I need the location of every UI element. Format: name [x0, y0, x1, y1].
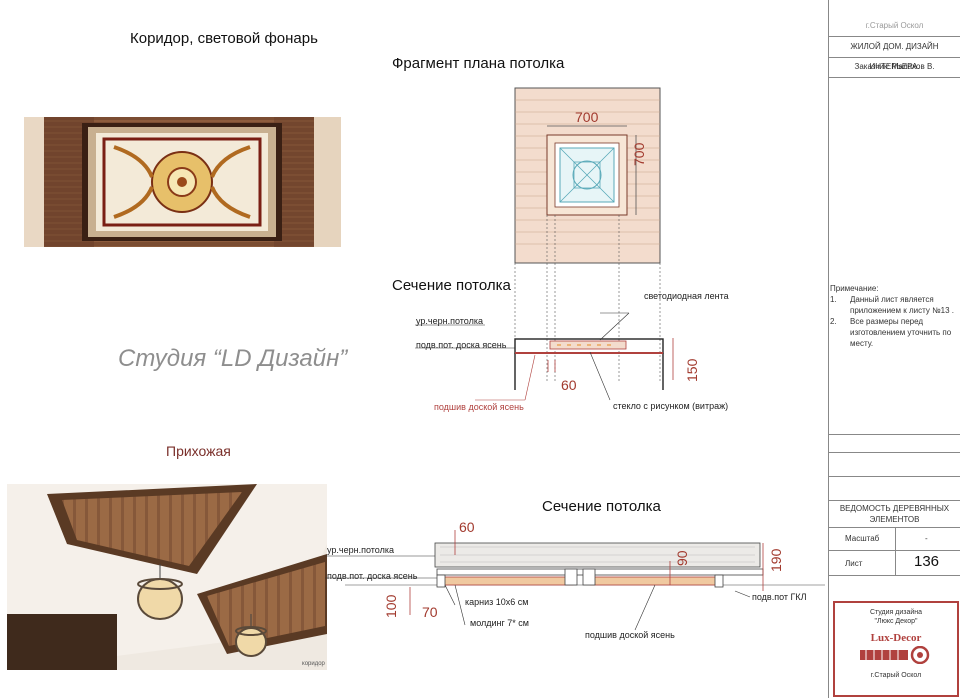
note-text: Данный лист является приложением к листу… [850, 295, 954, 315]
section1-label-board: подв.пот. доска ясень [416, 340, 507, 350]
title-block-notes: Примечание: 1. Данный лист является прил… [830, 283, 958, 349]
studio-city: г.Старый Оскол [870, 672, 922, 679]
studio-line2: "Люкс Декор" [874, 618, 918, 625]
notes-title: Примечание: [830, 284, 879, 293]
plan-dim-height: 700 [631, 142, 647, 166]
note-item: 1. Данный лист является приложением к ли… [830, 294, 958, 316]
title-block-sheet-row: Лист 136 [829, 550, 960, 576]
section1-title: Сечение потолка [392, 277, 511, 294]
section2-label-board: подв.пот. доска ясень [327, 571, 418, 581]
note-text: Все размеры перед изготовлением уточнить… [850, 317, 952, 348]
note-item: 2. Все размеры перед изготовлением уточн… [830, 316, 958, 349]
section2-dim-60: 60 [459, 519, 475, 535]
note-number: 2. [830, 317, 837, 326]
section2-dim-90: 90 [674, 550, 690, 566]
hallway-ceiling-image [7, 484, 327, 670]
title-block-grid-line [829, 452, 960, 453]
title-block-scale-row: Масштаб - [829, 527, 960, 575]
section2-label-rough: ур.черн.потолка [327, 545, 394, 555]
section2-title: Сечение потолка [542, 498, 661, 515]
section2-label-molding: молдинг 7* см [470, 618, 529, 628]
photo-caption: коридор [302, 661, 325, 667]
section1-label-rough: ур.черн.потолка [416, 316, 483, 326]
plan-dim-width: 700 [575, 109, 599, 125]
section1-label-lining: подшив доской ясень [434, 402, 524, 412]
hallway-title: Прихожая [166, 443, 231, 459]
title-block-grid-line [829, 476, 960, 477]
corridor-photo [24, 117, 341, 247]
title-block-customer: Заказчик: Малахов В. [829, 57, 960, 76]
section2-dim-100: 100 [383, 594, 399, 618]
title-block-col-divider [895, 528, 896, 575]
studio-stamp: Студия дизайна "Люкс Декор" Lux-Decor г.… [833, 601, 959, 697]
title-block-grid-line [829, 434, 960, 435]
section2-dim-70: 70 [422, 604, 438, 620]
lux-decor-logo: Lux-Decor [870, 632, 922, 644]
section1-label-led: светодиодная лента [644, 291, 729, 301]
title-block-project: ЖИЛОЙ ДОМ. ДИЗАЙН ИНТЕРЬЕРА. [829, 36, 960, 71]
scale-label: Масштаб [845, 534, 880, 543]
sheet-label: Лист [845, 559, 863, 568]
section2-label-gkl: подв.пот ГКЛ [752, 592, 807, 602]
watermark: Студия “LD Дизайн” [118, 345, 348, 372]
corridor-title: Коридор, световой фонарь [130, 30, 318, 47]
section1-dim-60: 60 [561, 377, 577, 393]
scale-value: - [925, 534, 928, 543]
note-number: 1. [830, 295, 837, 304]
plan-title: Фрагмент плана потолка [392, 55, 565, 72]
sheet-border-right [828, 0, 829, 698]
sheet-number: 136 [914, 553, 940, 570]
title-block-city: г.Старый Оскол [865, 21, 924, 30]
section2-label-lining: подшив доской ясень [585, 630, 675, 640]
section1-dim-150: 150 [684, 358, 700, 382]
section2-dim-190: 190 [768, 548, 784, 572]
studio-line1: Студия дизайна [869, 609, 923, 616]
title-block-divider [829, 77, 960, 78]
hallway-photo [7, 484, 327, 670]
logo-emblem-icon [860, 645, 930, 665]
ceiling-plan-drawing [514, 87, 661, 382]
section2-label-cornice: карниз 10х6 см [465, 597, 529, 607]
corridor-skylight-image [24, 117, 341, 247]
section2-drawing [325, 530, 825, 631]
section1-label-glass: стекло с рисунком (витраж) [613, 401, 729, 411]
section1-drawing [415, 312, 674, 401]
title-block-sheet-title: ВЕДОМОСТЬ ДЕРЕВЯННЫХ ЭЛЕМЕНТОВ [829, 500, 960, 529]
